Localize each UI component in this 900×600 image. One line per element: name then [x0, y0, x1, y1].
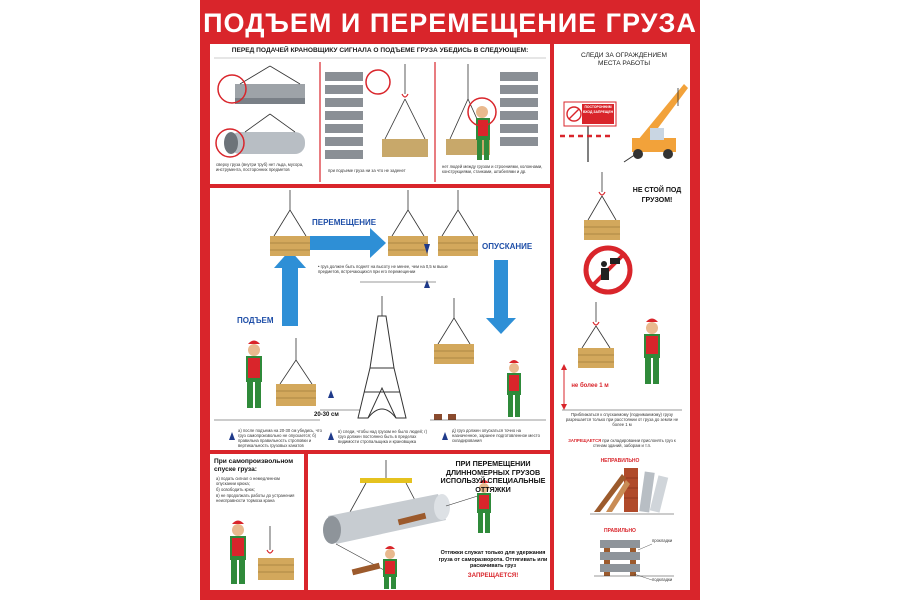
caption-watch-people: в) следи, чтобы над грузом не было людей…	[338, 429, 428, 444]
work-zone-illustrations	[560, 84, 688, 581]
spacer-top-label: прокладки	[652, 538, 673, 543]
long-load-panel: ПРИ ПЕРЕМЕЩЕНИИ ДЛИННОМЕРНЫХ ГРУЗОВ ИСПО…	[308, 454, 550, 590]
tower-obstacle-illustration	[357, 296, 407, 419]
long-load-illustration	[323, 460, 491, 589]
suspended-load-5	[276, 338, 316, 406]
lower-arrow	[486, 260, 516, 334]
label-lower: ОПУСКАНИЕ	[482, 242, 533, 251]
distance-label: не более 1 м	[571, 383, 609, 389]
restricted-sign-text: ПОСТОРОННИМ ВХОД ЗАПРЕЩЕН	[582, 105, 614, 114]
lift-move-lower-panel: ПЕРЕМЕЩЕНИЕ ПОДЪЕМ ОПУСКАНИЕ 20-30 см • …	[210, 188, 550, 450]
note-clearance-height: • груз должен быть поднят на высоту не м…	[318, 264, 448, 274]
no-standing-warning: НЕ СТОЙ ПОД ГРУЗОМ!	[632, 187, 682, 204]
descent-item-3: в) не продолжать работы до устранения не…	[216, 493, 295, 503]
work-zone-panel: СЛЕДИ ЗА ОГРАЖДЕНИЕМ МЕСТА РАБОТЫ ПОСТОР…	[554, 44, 690, 590]
suspended-load-1	[270, 190, 310, 256]
long-load-note: Оттяжки служат только для удержания груз…	[438, 550, 548, 570]
suspended-load-4	[434, 298, 474, 364]
restricted-area-sign	[563, 101, 617, 162]
wrong-storage-illustration	[590, 468, 674, 515]
pre-lift-header: ПЕРЕД ПОДАЧЕЙ КРАНОВЩИКУ СИГНАЛА О ПОДЪЕ…	[231, 47, 529, 54]
worker-between-load-illustration	[446, 64, 538, 160]
long-load-title: ПРИ ПЕРЕМЕЩЕНИИ ДЛИННОМЕРНЫХ ГРУЗОВ ИСПО…	[440, 459, 546, 494]
suspended-load-3	[438, 190, 478, 256]
stacked-slabs-illustration	[325, 64, 428, 159]
hanging-load-illustration	[584, 172, 620, 240]
lift-move-lower-illustration	[214, 190, 546, 440]
slab-and-pipe-illustration	[215, 65, 305, 158]
forbidden-lean-note: ЗАПРЕЩАЕТСЯ при складировании прислонять…	[562, 438, 682, 448]
spontaneous-descent-panel: При самопроизвольном спуске груза: а) по…	[210, 454, 304, 590]
wrong-label: НЕПРАВИЛЬНО	[600, 458, 640, 464]
work-zone-header: СЛЕДИ ЗА ОГРАЖДЕНИЕМ МЕСТА РАБОТЫ	[581, 52, 667, 67]
worker-left-illustration	[246, 340, 262, 408]
mobile-crane-illustration	[623, 84, 688, 163]
no-standing-under-load-sign	[583, 245, 633, 295]
height-mark: 20-30 см	[314, 412, 339, 418]
forbidden-rest: при складировании прислонять груз к стен…	[592, 438, 676, 448]
lift-arrow	[274, 250, 306, 326]
right-storage-illustration	[594, 540, 674, 581]
safety-poster: ПОДЪЕМ И ПЕРЕМЕЩЕНИЕ ГРУЗА	[200, 0, 700, 600]
approach-note: Приближаться к спускаемому (поднимаемому…	[565, 412, 679, 427]
descent-item-2: б) освободить крюк;	[216, 487, 255, 492]
caption-ice-debris: сверху груза (внутри труб) нет льда, мус…	[216, 162, 304, 172]
poster-title: ПОДЪЕМ И ПЕРЕМЕЩЕНИЕ ГРУЗА	[203, 8, 697, 38]
approach-load-illustration	[561, 302, 682, 411]
pre-lift-check-panel: ПЕРЕД ПОДАЧЕЙ КРАНОВЩИКУ СИГНАЛА О ПОДЪЕ…	[210, 44, 550, 184]
right-label: ПРАВИЛЬНО	[604, 528, 636, 534]
pre-lift-illustrations	[214, 57, 546, 182]
caption-lift-check: а) после подъема на 20-30 см убедись, чт…	[238, 428, 322, 448]
caption-lower-place: д) груз должен опускаться точно на назна…	[452, 428, 540, 443]
descent-title: При самопроизвольном спуске груза:	[214, 458, 294, 473]
descent-illustration	[230, 520, 294, 584]
spacer-bottom-label: подкладки	[652, 577, 673, 582]
caption-no-people: нет людей между грузом и стро­ениями, ко…	[442, 164, 543, 174]
move-arrow	[310, 228, 386, 258]
label-move: ПЕРЕМЕЩЕНИЕ	[312, 218, 377, 227]
long-load-forbidden: ЗАПРЕЩАЕТСЯ!	[467, 572, 519, 579]
label-lift: ПОДЪЕМ	[237, 316, 274, 325]
suspended-load-2	[388, 190, 428, 256]
descent-item-1: а) подать сигнал о немедленном опускании…	[216, 476, 280, 486]
forbidden-word: ЗАПРЕЩАЕТСЯ	[568, 438, 602, 443]
worker-right-illustration	[507, 360, 521, 417]
caption-no-snag: при подъеме груза ни за что не заденет	[328, 168, 406, 173]
